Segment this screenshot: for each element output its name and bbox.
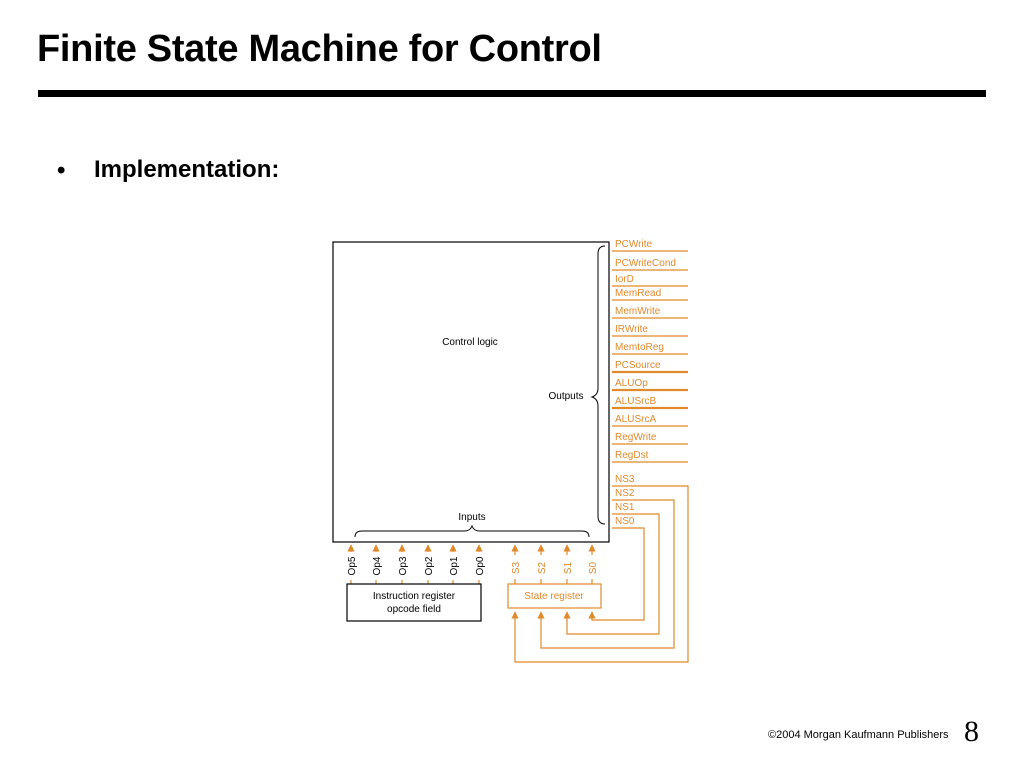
outputs-label: Outputs bbox=[548, 391, 583, 402]
feedback-wires bbox=[511, 485, 689, 663]
label-backdrop bbox=[344, 552, 358, 580]
label-backdrop bbox=[534, 555, 548, 579]
output-label-iord: IorD bbox=[615, 274, 634, 285]
output-label-memwrite: MemWrite bbox=[615, 306, 661, 317]
state-register-label: State register bbox=[524, 591, 584, 602]
next-state-label-ns0: NS0 bbox=[615, 516, 635, 527]
output-label-pcwrite: PCWrite bbox=[615, 239, 652, 250]
label-backdrop bbox=[585, 555, 599, 579]
label-backdrop bbox=[446, 552, 460, 580]
next-state-label-ns3: NS3 bbox=[615, 474, 635, 485]
label-backdrop bbox=[421, 552, 435, 580]
state-register-box bbox=[507, 583, 602, 609]
next-state-label-ns2: NS2 bbox=[615, 488, 635, 499]
feedback-wire-ns2 bbox=[537, 499, 675, 649]
output-label-alusrca: ALUSrcA bbox=[615, 414, 656, 425]
bullet-text: Implementation: bbox=[94, 156, 280, 183]
instruction-register-label-line2: opcode field bbox=[387, 604, 441, 615]
opcode-label-op2: Op2 bbox=[424, 556, 435, 575]
output-label-regwrite: RegWrite bbox=[615, 432, 657, 443]
label-backdrop bbox=[560, 555, 574, 579]
outputs-brace bbox=[590, 245, 606, 525]
opcode-label-op5: Op5 bbox=[347, 556, 358, 575]
output-label-pcsource: PCSource bbox=[615, 360, 661, 371]
opcode-label-op1: Op1 bbox=[449, 556, 460, 575]
control-logic-box bbox=[332, 241, 610, 543]
feedback-wire-ns3 bbox=[511, 485, 689, 663]
state-inputs: S3 S2 S1 S0 bbox=[508, 544, 599, 584]
state-label-s2: S2 bbox=[537, 561, 548, 574]
footer-publisher: 2004 Morgan Kaufmann Publishers bbox=[776, 729, 949, 741]
footer-copyright: ©2004 Morgan Kaufmann Publishers bbox=[768, 729, 949, 741]
opcode-label-op4: Op4 bbox=[372, 556, 383, 575]
label-backdrop bbox=[369, 552, 383, 580]
label-backdrop bbox=[395, 552, 409, 580]
output-label-aluop: ALUOp bbox=[615, 378, 648, 389]
output-label-alusrcb: ALUSrcB bbox=[615, 396, 656, 407]
state-label-s1: S1 bbox=[563, 561, 574, 574]
slide-title: Finite State Machine for Control bbox=[37, 28, 602, 70]
output-label-regdst: RegDst bbox=[615, 450, 649, 461]
inputs-label: Inputs bbox=[458, 512, 485, 523]
feedback-wire-ns1 bbox=[563, 513, 660, 635]
output-label-irwrite: IRWrite bbox=[615, 324, 648, 335]
feedback-wire-ns0 bbox=[588, 527, 645, 621]
next-state-label-ns1: NS1 bbox=[615, 502, 635, 513]
output-label-pcwritecond: PCWriteCond bbox=[615, 258, 676, 269]
instruction-register-label-line1: Instruction register bbox=[373, 591, 456, 602]
instruction-register-box bbox=[346, 583, 482, 622]
state-label-s0: S0 bbox=[588, 561, 599, 574]
inputs-brace bbox=[354, 524, 590, 538]
opcode-label-op3: Op3 bbox=[398, 556, 409, 575]
page-number: 8 bbox=[964, 715, 979, 748]
opcode-inputs: Op5 Op4 Op3 Op2 Op1 Op0 bbox=[344, 544, 486, 584]
output-label-memtoreg: MemtoReg bbox=[615, 342, 664, 353]
bullet-dot: • bbox=[57, 157, 66, 184]
label-backdrop bbox=[508, 555, 522, 579]
state-label-s3: S3 bbox=[511, 561, 522, 574]
opcode-label-op0: Op0 bbox=[475, 556, 486, 575]
copyright-symbol: © bbox=[768, 729, 777, 741]
output-label-memread: MemRead bbox=[615, 288, 661, 299]
control-logic-label: Control logic bbox=[442, 337, 498, 348]
label-backdrop bbox=[472, 552, 486, 580]
title-divider bbox=[38, 90, 986, 97]
